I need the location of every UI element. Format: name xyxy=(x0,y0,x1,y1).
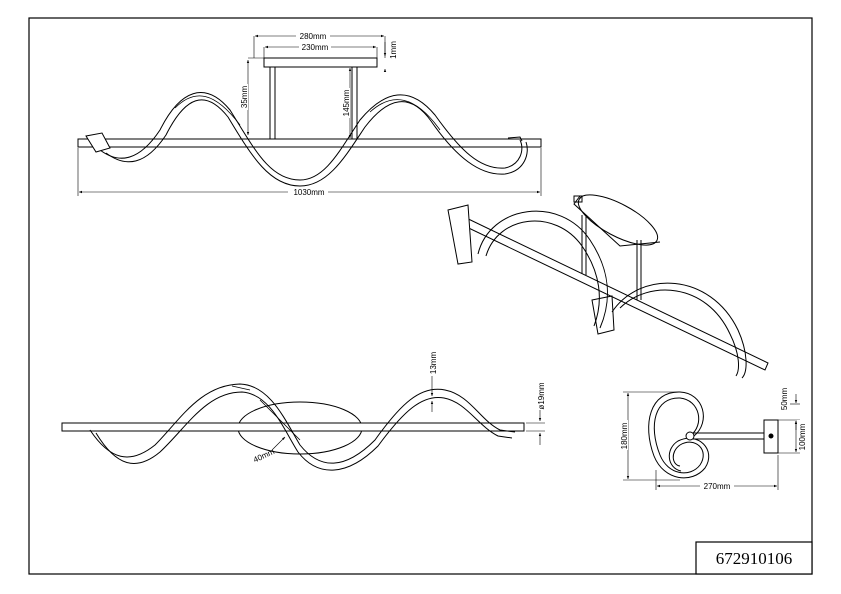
dim-canopy-step: 50mm xyxy=(780,388,789,411)
top-ribbon-outer xyxy=(89,383,516,464)
end-canopy-screw xyxy=(768,433,774,439)
side-end-bracket-right xyxy=(507,136,523,142)
side-view-labels: 280mm 230mm 1mm 35mm 145mm 1030mm xyxy=(239,31,398,197)
dim-bar-diameter: ø19mm xyxy=(537,382,546,409)
side-ribbon-inner xyxy=(105,99,528,187)
iso-ribbon-end-left xyxy=(447,204,473,265)
top-ribbon-twist xyxy=(231,385,301,441)
top-bar xyxy=(61,422,525,432)
side-stem-left xyxy=(269,66,276,140)
iso-arc-1-outer xyxy=(477,210,608,329)
iso-ribbon-twist xyxy=(591,295,615,335)
iso-canopy-rim xyxy=(573,195,661,247)
dim-end-depth: 270mm xyxy=(704,482,731,491)
iso-canopy xyxy=(577,194,659,246)
iso-arc-2-outer xyxy=(611,282,747,379)
top-view-dimensions xyxy=(271,376,545,451)
end-view xyxy=(648,391,779,479)
dim-ribbon-width: 13mm xyxy=(429,352,438,375)
end-bar-section xyxy=(685,431,695,441)
perspective-view xyxy=(447,194,769,379)
dim-end-height: 180mm xyxy=(620,422,629,449)
dim-total-length: 1030mm xyxy=(293,188,324,197)
end-spiral-outer xyxy=(653,397,704,474)
dim-drop-height: 145mm xyxy=(342,89,351,116)
title-block xyxy=(695,541,813,575)
drawing-frame xyxy=(28,17,813,575)
end-arm xyxy=(689,432,765,440)
side-end-bracket-left xyxy=(85,132,111,153)
side-canopy xyxy=(263,57,378,68)
side-ribbon-face xyxy=(174,95,441,131)
dim-canopy-inner: 230mm xyxy=(302,43,329,52)
iso-arc-2-inner xyxy=(619,289,739,377)
end-spiral-inner xyxy=(648,391,710,479)
side-bar xyxy=(77,138,542,148)
side-view xyxy=(77,57,542,187)
dim-stem-offset: 35mm xyxy=(240,86,249,109)
dim-canopy-thickness: 1mm xyxy=(389,41,398,59)
end-view-labels: 180mm 270mm 50mm 100mm xyxy=(619,388,807,491)
top-ribbon-inner xyxy=(95,391,513,471)
article-number: 672910106 xyxy=(716,549,793,568)
top-view xyxy=(61,383,525,471)
dim-canopy-height: 100mm xyxy=(798,423,807,450)
iso-canopy-screw xyxy=(573,195,583,203)
dim-canopy-outer: 280mm xyxy=(300,32,327,41)
side-ribbon-outer xyxy=(99,92,523,181)
